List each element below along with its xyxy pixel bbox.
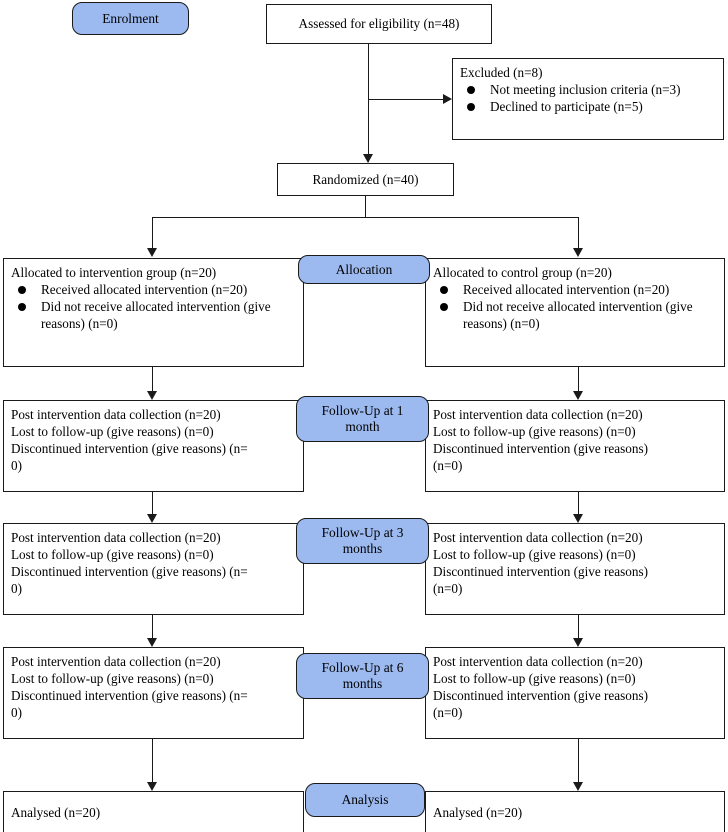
fu1-control-line2: Lost to follow-up (give reasons) (n=0): [433, 424, 636, 440]
fu3-label-line2: months: [342, 541, 383, 556]
stage-label-enrolment: Enrolment: [72, 2, 189, 35]
fu1-intervention-line4: 0): [11, 458, 22, 474]
arrow-into-fu3-control: [573, 514, 583, 523]
fu6-control-line3: Discontinued intervention (give reasons): [433, 688, 648, 704]
box-followup-1month-intervention: Post intervention data collection (n=20)…: [3, 400, 304, 492]
connector-split-right: [578, 217, 579, 249]
box-followup-6months-intervention: Post intervention data collection (n=20)…: [3, 647, 304, 739]
fu6-label-line2: months: [342, 676, 383, 691]
allocated-intervention-list: Received allocated intervention (n=20) D…: [11, 281, 296, 332]
fu1-label-line1: Follow-Up at 1: [321, 403, 404, 419]
connector-fu3-to-fu6-right: [578, 615, 579, 639]
fu3-control-line2: Lost to follow-up (give reasons) (n=0): [433, 547, 636, 563]
connector-split-left: [152, 217, 153, 249]
box-followup-3months-control: Post intervention data collection (n=20)…: [425, 523, 725, 615]
fu3-intervention-line3: Discontinued intervention (give reasons)…: [11, 564, 248, 580]
stage-label-followup-3months: Follow-Up at 3 months: [296, 518, 429, 564]
connector-to-excluded: [368, 99, 444, 100]
list-item: Declined to participate (n=5): [460, 98, 716, 115]
arrow-into-fu1-control: [573, 391, 583, 400]
arrow-into-analysis-intervention: [147, 782, 157, 791]
box-followup-1month-control: Post intervention data collection (n=20)…: [425, 400, 725, 492]
fu3-intervention-line2: Lost to follow-up (give reasons) (n=0): [11, 547, 214, 563]
arrow-into-allocation-control: [573, 248, 583, 257]
fu3-label-line1: Follow-Up at 3: [321, 525, 404, 541]
stage-label-analysis-text: Analysis: [341, 792, 389, 808]
connector-assessed-to-randomized: [368, 44, 369, 162]
fu6-control-line4: (n=0): [433, 705, 463, 721]
analysed-intervention-text: Analysed (n=20): [11, 805, 101, 820]
fu1-intervention-line2: Lost to follow-up (give reasons) (n=0): [11, 424, 214, 440]
arrow-into-allocation-intervention: [147, 248, 157, 257]
arrow-into-excluded: [443, 94, 452, 104]
box-allocated-control: Allocated to control group (n=20) Receiv…: [425, 258, 725, 367]
arrow-into-randomized: [363, 154, 373, 163]
fu6-intervention-line3: Discontinued intervention (give reasons)…: [11, 688, 248, 704]
fu1-control-line1: Post intervention data collection (n=20): [433, 407, 643, 422]
excluded-header: Excluded (n=8): [460, 65, 543, 80]
excluded-reason-list: Not meeting inclusion criteria (n=3) Dec…: [460, 81, 716, 115]
fu6-intervention-line1: Post intervention data collection (n=20): [11, 654, 221, 669]
list-item: Received allocated intervention (n=20): [433, 281, 717, 298]
randomized-text: Randomized (n=40): [312, 171, 419, 187]
allocated-intervention-header: Allocated to intervention group (n=20): [11, 265, 217, 280]
box-followup-3months-intervention: Post intervention data collection (n=20)…: [3, 523, 304, 615]
allocated-control-header: Allocated to control group (n=20): [433, 265, 612, 280]
fu3-intervention-line1: Post intervention data collection (n=20): [11, 530, 221, 545]
connector-fu1-to-fu3-left: [152, 492, 153, 515]
list-item: Not meeting inclusion criteria (n=3): [460, 81, 716, 98]
fu1-intervention-line3: Discontinued intervention (give reasons)…: [11, 441, 248, 457]
connector-fu6-to-analysis-left: [152, 739, 153, 783]
stage-label-allocation: Allocation: [298, 255, 430, 284]
analysed-control-text: Analysed (n=20): [433, 805, 523, 820]
connector-fu3-to-fu6-left: [152, 615, 153, 639]
fu6-intervention-line2: Lost to follow-up (give reasons) (n=0): [11, 671, 214, 687]
fu6-intervention-line4: 0): [11, 705, 22, 721]
stage-label-allocation-text: Allocation: [335, 261, 393, 277]
box-excluded: Excluded (n=8) Not meeting inclusion cri…: [452, 58, 724, 140]
box-analysed-control: Analysed (n=20): [425, 791, 725, 832]
arrow-into-fu6-intervention: [147, 638, 157, 647]
allocated-control-list: Received allocated intervention (n=20) D…: [433, 281, 717, 332]
fu1-control-line4: (n=0): [433, 458, 463, 474]
fu6-control-line1: Post intervention data collection (n=20): [433, 654, 643, 669]
stage-label-followup-1month-text: Follow-Up at 1 month: [322, 403, 404, 435]
connector-randomized-stem: [365, 196, 366, 218]
fu3-control-line4: (n=0): [433, 581, 463, 597]
box-assessed-for-eligibility: Assessed for eligibility (n=48): [266, 4, 492, 44]
fu3-control-line1: Post intervention data collection (n=20): [433, 530, 643, 545]
fu1-intervention-line1: Post intervention data collection (n=20): [11, 407, 221, 422]
fu1-control-line3: Discontinued intervention (give reasons): [433, 441, 648, 457]
connector-alloc-to-fu1-right: [578, 367, 579, 392]
stage-label-enrolment-text: Enrolment: [102, 10, 159, 26]
stage-label-followup-1month: Follow-Up at 1 month: [296, 396, 429, 442]
stage-label-analysis: Analysis: [305, 783, 425, 817]
connector-fu1-to-fu3-right: [578, 492, 579, 515]
arrow-into-fu3-intervention: [147, 514, 157, 523]
list-item: Did not receive allocated intervention (…: [11, 298, 296, 332]
assessed-text: Assessed for eligibility (n=48): [298, 16, 460, 32]
fu6-control-line2: Lost to follow-up (give reasons) (n=0): [433, 671, 636, 687]
box-followup-6months-control: Post intervention data collection (n=20)…: [425, 647, 725, 739]
list-item: Did not receive allocated intervention (…: [433, 298, 717, 332]
fu3-control-line3: Discontinued intervention (give reasons): [433, 564, 648, 580]
fu6-label-line1: Follow-Up at 6: [321, 660, 404, 676]
arrow-into-fu1-intervention: [147, 391, 157, 400]
stage-label-followup-6months-text: Follow-Up at 6 months: [322, 660, 404, 692]
fu1-label-line2: month: [345, 419, 380, 434]
connector-alloc-to-fu1-left: [152, 367, 153, 392]
arrow-into-analysis-control: [573, 782, 583, 791]
fu3-intervention-line4: 0): [11, 581, 22, 597]
list-item: Received allocated intervention (n=20): [11, 281, 296, 298]
stage-label-followup-6months: Follow-Up at 6 months: [296, 653, 429, 699]
connector-split-bracket: [152, 217, 579, 218]
arrow-into-fu6-control: [573, 638, 583, 647]
box-analysed-intervention: Analysed (n=20): [3, 791, 304, 832]
box-allocated-intervention: Allocated to intervention group (n=20) R…: [3, 258, 304, 367]
connector-fu6-to-analysis-right: [578, 739, 579, 783]
box-randomized: Randomized (n=40): [277, 163, 454, 196]
stage-label-followup-3months-text: Follow-Up at 3 months: [322, 525, 404, 557]
